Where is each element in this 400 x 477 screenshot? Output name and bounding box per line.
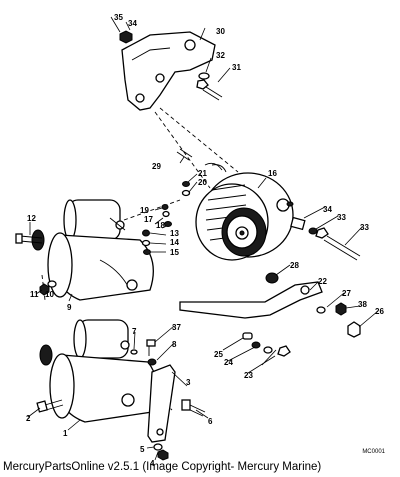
nut-21 [182, 181, 190, 187]
nut-19 [161, 204, 169, 210]
washer-10 [47, 280, 57, 288]
callout-5: 5 [140, 445, 145, 454]
nut-8 [147, 358, 157, 366]
callout-29: 29 [152, 162, 161, 171]
adjusting-brace [179, 281, 323, 319]
washer-14 [141, 239, 151, 247]
callout-34-top: 34 [128, 19, 137, 28]
callout-13: 13 [170, 229, 179, 238]
starter-motor-lower [39, 319, 159, 423]
callout-2: 2 [26, 414, 31, 423]
alternator [195, 162, 294, 261]
callout-10: 10 [45, 290, 54, 299]
callout-27: 27 [342, 289, 351, 298]
washer-32 [198, 72, 210, 80]
callout-1: 1 [63, 429, 68, 438]
image-caption: MercuryPartsOnline v2.5.1 (Image Copyrig… [3, 461, 322, 473]
callout-3: 3 [186, 378, 191, 387]
nut-13 [142, 229, 150, 237]
washer-24b [263, 346, 273, 354]
callout-25: 25 [214, 350, 223, 359]
callout-18: 18 [156, 221, 165, 230]
callout-35: 34 [323, 205, 332, 214]
starter-brace [147, 364, 176, 443]
callout-19: 19 [140, 206, 149, 215]
bolt-12 [15, 233, 43, 244]
bolt-6 [181, 399, 206, 417]
callout-38: 38 [358, 300, 367, 309]
washer-27 [316, 306, 326, 314]
callout-30: 30 [216, 27, 225, 36]
callout-34: 33 [337, 213, 346, 222]
callout-26: 26 [375, 307, 384, 316]
callout-11: 11 [30, 290, 39, 299]
callout-9: 9 [67, 303, 72, 312]
callout-12: 12 [27, 214, 36, 223]
bolt-33 [315, 227, 361, 261]
callout-37: 37 [172, 323, 181, 332]
washer-20 [181, 189, 191, 197]
spacer-28 [265, 272, 279, 284]
bolt-2 [36, 399, 64, 413]
washer-34-lower [308, 227, 318, 235]
bolt-26 [347, 321, 361, 338]
callout-14: 14 [170, 238, 179, 247]
callout-7: 7 [132, 327, 137, 336]
callout-15: 15 [170, 248, 179, 257]
nut-24 [251, 341, 261, 349]
nut-38 [335, 302, 347, 316]
nut-34-top [286, 201, 294, 207]
spacer-35 [290, 216, 306, 231]
bolt-37 [146, 339, 156, 356]
callout-24: 24 [224, 358, 233, 367]
callout-33: 33 [360, 223, 369, 232]
callout-32: 32 [216, 51, 225, 60]
callout-8: 8 [172, 340, 177, 349]
callout-36: 35 [114, 13, 123, 22]
callout-20: 20 [198, 178, 207, 187]
bolt-31 [196, 79, 223, 101]
nut-4 [157, 449, 169, 461]
callout-17: 17 [144, 215, 153, 224]
nut-36 [119, 30, 133, 44]
washer-17 [162, 210, 170, 218]
leader-lines [27, 16, 379, 461]
starter-motor-upper [31, 199, 154, 301]
callout-16: 16 [268, 169, 277, 178]
spacer-25 [242, 332, 253, 340]
nut-15 [143, 249, 151, 255]
callout-23: 23 [244, 371, 253, 380]
nut-18 [164, 221, 172, 227]
callout-4: 4 [150, 459, 155, 468]
nut-11 [39, 283, 50, 296]
washer-5 [153, 443, 163, 451]
callout-22: 22 [318, 277, 327, 286]
callout-28: 28 [290, 261, 299, 270]
alternator-mounting-bracket [121, 31, 216, 111]
washer-7 [130, 349, 138, 355]
callout-31: 31 [232, 63, 241, 72]
callout-21: 21 [198, 169, 207, 178]
callout-numbers: 35 34 30 32 31 29 21 20 16 19 17 18 12 1… [26, 13, 384, 468]
bolt-29 [176, 148, 193, 161]
callout-6: 6 [208, 417, 213, 426]
diagram-code: MC0001 [362, 449, 385, 455]
